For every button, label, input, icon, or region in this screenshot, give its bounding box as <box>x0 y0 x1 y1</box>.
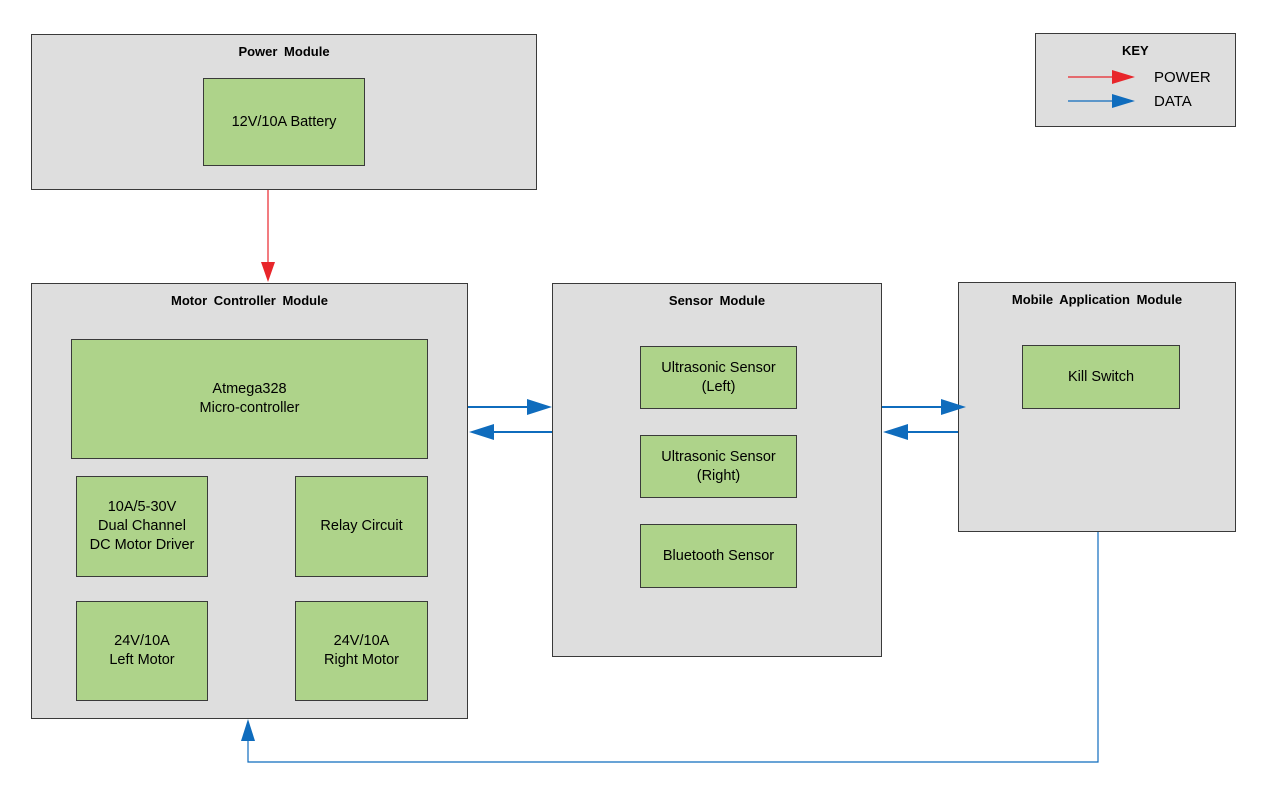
kill-switch-component: Kill Switch <box>1022 345 1180 409</box>
power-module-title: Power Module <box>238 44 330 59</box>
data-arrow-controller-to-sensor <box>468 399 552 415</box>
motor-driver-component: 10A/5-30V Dual Channel DC Motor Driver <box>76 476 208 577</box>
bluetooth-sensor-component: Bluetooth Sensor <box>640 524 797 588</box>
data-arrow-mobile-to-controller <box>241 532 1099 763</box>
motor-controller-module: Motor Controller Module Atmega328 Micro-… <box>31 283 468 719</box>
key-data-arrow <box>1068 94 1135 108</box>
motor-controller-module-title: Motor Controller Module <box>171 293 328 308</box>
microcontroller-component: Atmega328 Micro-controller <box>71 339 428 459</box>
key-power-arrow <box>1068 70 1135 84</box>
data-arrow-sensor-to-controller <box>469 424 552 440</box>
mobile-app-module-title: Mobile Application Module <box>1011 292 1183 307</box>
power-module: Power Module 12V/10A Battery <box>31 34 537 190</box>
sensor-module: Sensor Module Ultrasonic Sensor (Left) U… <box>552 283 882 657</box>
key-legend: KEY POWER DATA <box>1035 33 1236 127</box>
battery-component: 12V/10A Battery <box>203 78 365 166</box>
left-motor-component: 24V/10A Left Motor <box>76 601 208 701</box>
power-arrow-battery-to-controller <box>261 190 275 282</box>
relay-circuit-component: Relay Circuit <box>295 476 428 577</box>
key-power-label: POWER <box>1154 69 1211 86</box>
key-data-label: DATA <box>1154 93 1192 110</box>
mobile-app-module: Mobile Application Module Kill Switch <box>958 282 1236 532</box>
data-arrow-sensor-to-mobile <box>882 399 966 415</box>
ultrasonic-right-component: Ultrasonic Sensor (Right) <box>640 435 797 498</box>
data-arrow-mobile-to-sensor <box>883 424 958 440</box>
ultrasonic-left-component: Ultrasonic Sensor (Left) <box>640 346 797 409</box>
sensor-module-title: Sensor Module <box>668 293 766 308</box>
key-title: KEY <box>1122 43 1149 58</box>
right-motor-component: 24V/10A Right Motor <box>295 601 428 701</box>
